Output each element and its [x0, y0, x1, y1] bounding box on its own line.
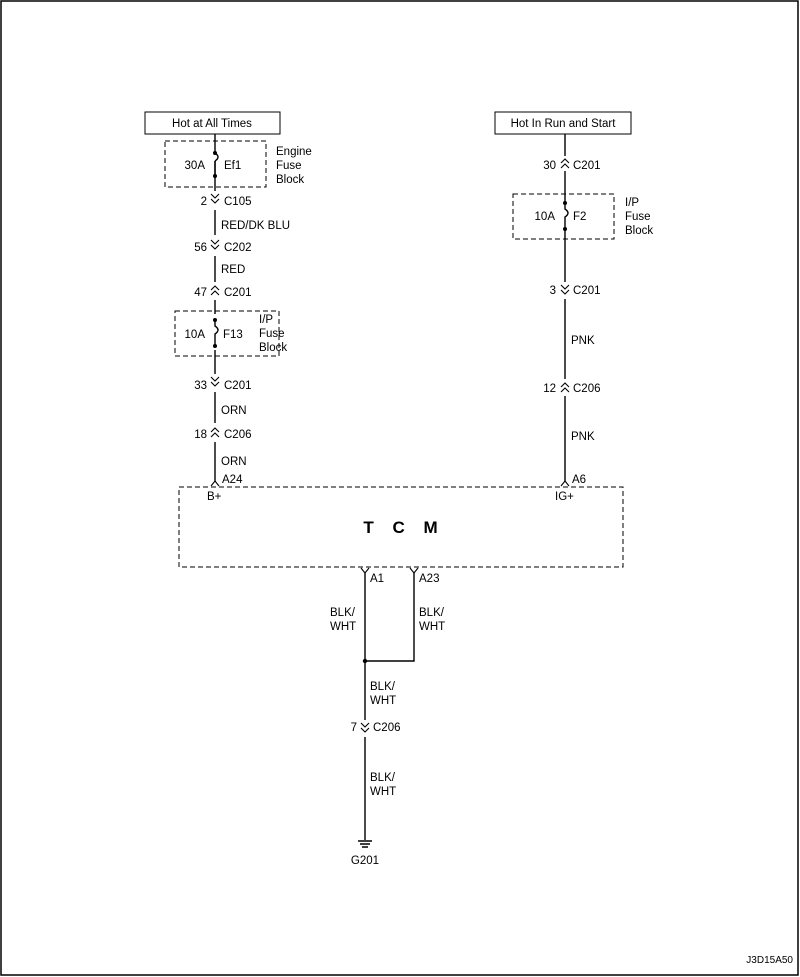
connector-c201-upper-pin: 47 [194, 287, 207, 299]
ground-branch: A1 A23 BLK/ WHT BLK/ WHT BLK/ WHT 7 C206… [330, 567, 445, 867]
fuse-f13-block-line2: Fuse [259, 328, 285, 340]
fuse-f13-block-line3: Block [259, 342, 287, 354]
connector-c206-right-name: C206 [573, 383, 601, 395]
connector-c201-right-upper-symbol [560, 158, 570, 169]
fuse-ef1-block-line2: Fuse [276, 160, 302, 172]
fuse-ef1-block-line1: Engine [276, 146, 312, 158]
ground-label: G201 [351, 855, 379, 867]
fuse-ef1-name: Ef1 [224, 160, 241, 172]
connector-c201-lower-name: C201 [224, 380, 252, 392]
tcm-pin-a1-label: A1 [370, 573, 384, 585]
fuse-f2-terminal-bottom [563, 227, 567, 231]
tcm-pin-a23-label: A23 [419, 573, 439, 585]
fuse-f2-symbol [564, 203, 569, 229]
ip-fuse-block-f13-outline [174, 310, 280, 357]
tcm-module: T C M [178, 486, 624, 568]
tcm-pin-a1-symbol [360, 567, 370, 574]
connector-c201-right-lower-symbol [560, 284, 570, 295]
connector-c105-name: C105 [224, 196, 252, 208]
wire-color-pnk-1: PNK [571, 335, 595, 347]
fuse-f13-rating: 10A [185, 329, 206, 341]
ground-wire [364, 573, 415, 840]
wire-ground-color-line1: BLK/ [370, 772, 396, 784]
source-box-hot-in-run-and-start [494, 111, 632, 135]
connector-c201-upper-symbol [210, 285, 220, 296]
engine-fuse-block-outline [164, 140, 267, 188]
connector-c105-pin: 2 [201, 196, 207, 208]
wire-ground-color-line2: WHT [370, 786, 396, 798]
connector-c202-symbol [210, 239, 220, 250]
tcm-module-outline [178, 486, 624, 568]
fuse-f2-block-line1: I/P [625, 197, 639, 209]
connector-c206-ground-name: C206 [373, 722, 401, 734]
tcm-pin-a6-symbol [560, 480, 570, 487]
wire-a23-color-line2: WHT [419, 621, 445, 633]
tcm-pin-a6-function: IG+ [555, 491, 574, 503]
tcm-pin-a23-symbol [409, 567, 419, 574]
source-label-hot-in-run-and-start: Hot In Run and Start [511, 118, 617, 130]
tcm-pin-a6-label: A6 [572, 474, 586, 486]
fuse-f2-block-line3: Block [625, 225, 653, 237]
connector-c201-right-upper-name: C201 [573, 160, 601, 172]
tcm-pin-a24-function: B+ [207, 491, 222, 503]
wire-joined-color-line1: BLK/ [370, 681, 396, 693]
ip-fuse-block-f2-outline [512, 193, 615, 240]
tcm-pin-a24-symbol [210, 480, 220, 487]
splice-point [362, 658, 368, 664]
connector-c202-name: C202 [224, 242, 252, 254]
fuse-ef1-terminal-top [213, 151, 217, 155]
fuse-f13-terminal-bottom [213, 344, 217, 348]
fuse-f13-symbol [214, 320, 219, 346]
wire-a23-color-line1: BLK/ [419, 607, 445, 619]
wire-color-orn-1: ORN [221, 405, 247, 417]
connector-c206-left-name: C206 [224, 429, 252, 441]
wire-color-red: RED [221, 264, 245, 276]
connector-c206-right-pin: 12 [543, 383, 556, 395]
connector-c201-right-lower-name: C201 [573, 285, 601, 297]
source-box-hot-at-all-times [144, 111, 281, 135]
connector-c105-symbol [210, 193, 220, 204]
wire-color-pnk-2: PNK [571, 431, 595, 443]
wire-color-orn-2: ORN [221, 456, 247, 468]
connector-c201-right-lower-pin: 3 [550, 285, 556, 297]
ground-icon [358, 840, 372, 848]
fuse-f13-block-line1: I/P [259, 314, 273, 326]
figure-id: J3D15A50 [746, 955, 793, 966]
wire-a1-color-line1: BLK/ [330, 607, 356, 619]
fuse-ef1-rating: 30A [185, 160, 206, 172]
fuse-ef1-block-line3: Block [276, 174, 304, 186]
connector-c201-upper-name: C201 [224, 287, 252, 299]
wire-joined-color-line2: WHT [370, 695, 396, 707]
tcm-pin-a24-label: A24 [222, 474, 243, 486]
left-power-branch: Hot at All Times 30A Ef1 Engine Fuse Blo… [144, 111, 312, 503]
wire-a1-color-line2: WHT [330, 621, 356, 633]
fuse-f2-block-line2: Fuse [625, 211, 651, 223]
connector-c202-pin: 56 [194, 242, 207, 254]
connector-c206-ground-pin: 7 [351, 722, 357, 734]
connector-c206-left-symbol [210, 427, 220, 438]
connector-c206-left-pin: 18 [194, 429, 207, 441]
connector-c206-ground-symbol [360, 722, 370, 733]
connector-c201-lower-symbol [210, 376, 220, 387]
connector-c206-right-symbol [560, 382, 570, 393]
fuse-f13-name: F13 [223, 329, 243, 341]
connector-c201-lower-pin: 33 [194, 380, 207, 392]
wire-color-red-dk-blu: RED/DK BLU [221, 220, 290, 232]
source-label-hot-at-all-times: Hot at All Times [172, 118, 252, 130]
fuse-f2-rating: 10A [535, 211, 556, 223]
right-power-branch: Hot In Run and Start 30 C201 10A F2 I/P … [494, 111, 653, 503]
connector-c201-right-upper-pin: 30 [543, 160, 556, 172]
tcm-module-name: T C M [363, 518, 444, 537]
fuse-f2-name: F2 [573, 211, 586, 223]
